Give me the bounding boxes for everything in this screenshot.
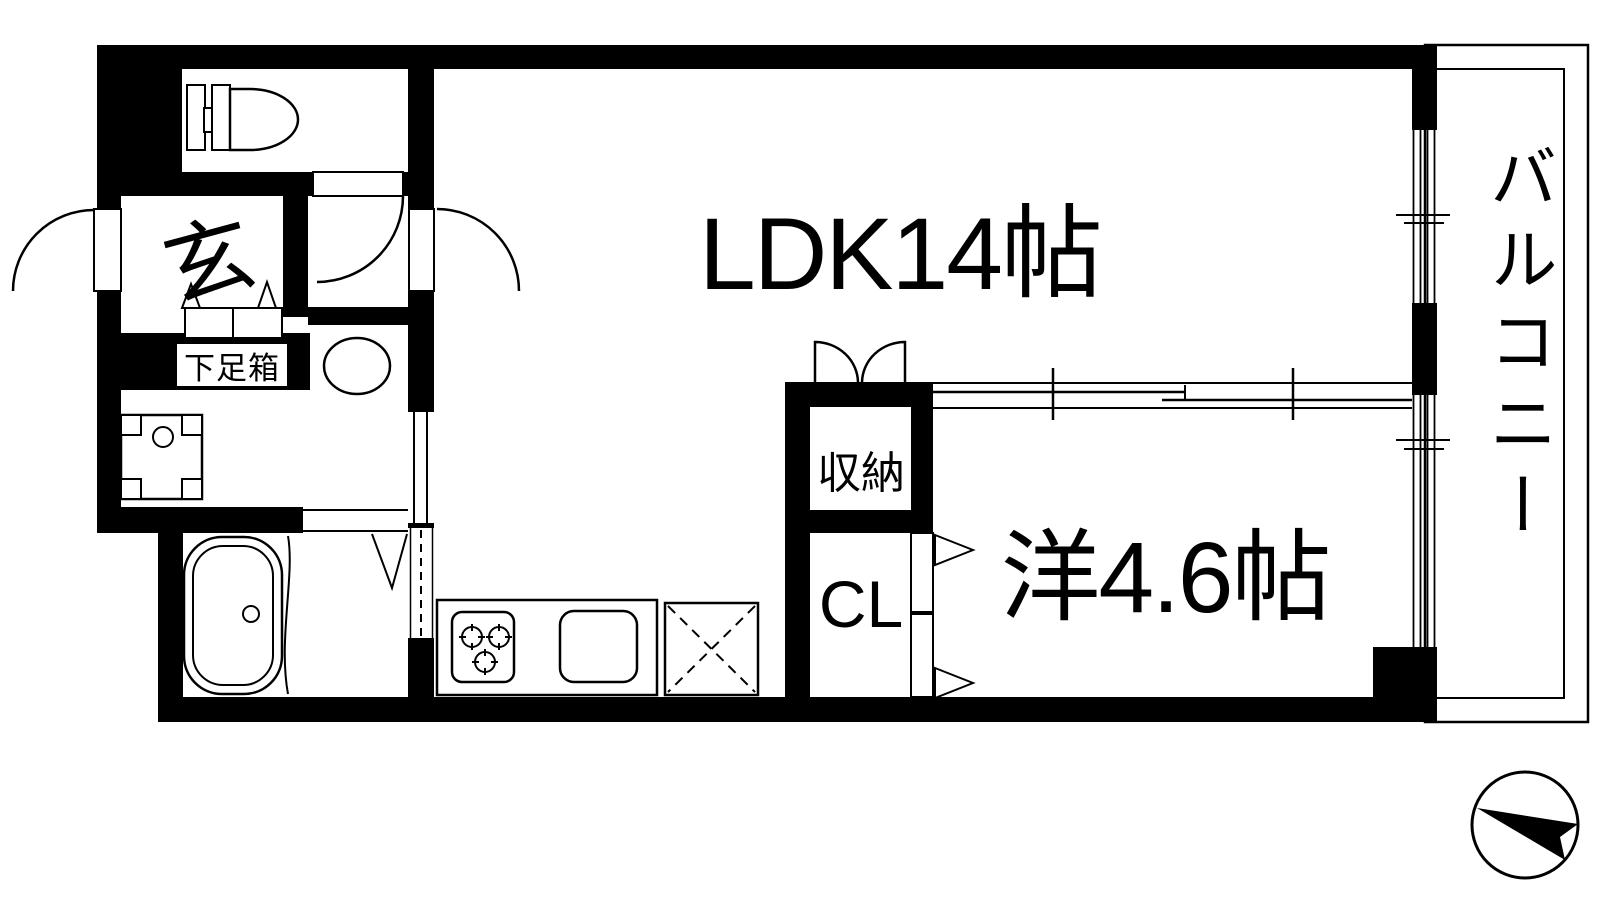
fridge-x-mark (667, 605, 756, 693)
wall-bottom (158, 697, 1412, 722)
door-leaves (93, 171, 934, 698)
wall-left-mid (97, 291, 121, 533)
washer-pan-drain (152, 426, 174, 448)
shoe-box-label: 下足箱 (174, 341, 290, 389)
wall-genkan-hall-divider (283, 196, 308, 317)
toilet-tank-button (203, 107, 213, 133)
step-mark-left (180, 281, 202, 309)
wall-storage-mid (810, 510, 933, 533)
shoe-cabinet-left (184, 307, 234, 339)
genkan-step-marks (180, 278, 278, 309)
balcony-outline (1423, 43, 1590, 724)
burner-3-ticks (472, 649, 498, 675)
window-bottom (1396, 395, 1450, 647)
fridge-space-icon (663, 601, 760, 697)
wall-bath-west (158, 533, 183, 697)
balcony-label: バルコニー (1479, 142, 1555, 552)
washer-pan-icon (119, 413, 204, 501)
wall-toilet-left-block (121, 69, 182, 172)
wall-right-bottom-corner (1373, 647, 1437, 722)
storage-double-door-left (813, 340, 860, 384)
wall-hall-basin (308, 307, 408, 325)
step-mark-right (256, 278, 278, 309)
ldk-door-arc (436, 207, 521, 292)
toilet-icon (186, 84, 300, 152)
wall-east-divider (408, 523, 434, 528)
bathtub-inner (192, 545, 274, 686)
stove-burners (459, 624, 512, 675)
toilet-tank-right (211, 84, 231, 151)
balcony-outer (1423, 43, 1590, 724)
basin-icon (322, 336, 392, 396)
washer-pan-corner-bl (120, 478, 142, 500)
western-room-label: 洋4.6帖 (1000, 522, 1331, 634)
wall-top (97, 45, 1425, 69)
washer-pan-corner-br (181, 478, 203, 500)
storage-double-door-right (860, 340, 907, 384)
bath-fold-v-mark (371, 533, 408, 592)
washer-pan-corner-tl (120, 414, 142, 436)
burner-1-ticks (459, 624, 485, 650)
washer-pan-corner-tr (181, 414, 203, 436)
compass-icon (1470, 770, 1580, 880)
bifold-mark-top (934, 533, 976, 567)
storage-label: 収納 (817, 449, 905, 498)
burner-2-ticks (486, 624, 512, 650)
closet-door-leaf-top (910, 532, 934, 613)
bathtub-drain (242, 605, 260, 623)
wall-bath-north (97, 507, 303, 533)
washroom-sliding-door (413, 412, 428, 523)
bathtub-icon (182, 535, 291, 696)
wall-east-upper (408, 69, 434, 209)
bathroom-folding-door (303, 509, 434, 638)
entrance-door-leaf (93, 208, 122, 292)
closet-bifold-marks (934, 533, 976, 700)
toilet-bowl (228, 87, 300, 152)
wall-left-upper (97, 45, 121, 209)
wall-toilet-bottom (121, 172, 313, 196)
entrance-door-arc (11, 208, 95, 292)
wall-storage-east (911, 407, 933, 510)
basin-bowl (322, 336, 392, 396)
wall-east-mid (408, 291, 434, 412)
closet-label: CL (818, 567, 904, 641)
kitchen-counter (435, 598, 659, 697)
window-top (1396, 130, 1450, 303)
closet-door-leaf-bottom (910, 613, 934, 698)
partition-sliding-doors (933, 368, 1412, 420)
shoe-cabinet-right (232, 307, 283, 339)
ldk-door-leaf (408, 208, 435, 292)
wall-storage-west (785, 382, 810, 697)
toilet-door-leaf (312, 171, 404, 197)
door-arcs (11, 195, 907, 384)
sink-icon (558, 609, 639, 684)
balcony-inner (1437, 68, 1565, 699)
toilet-tank-left (186, 84, 206, 151)
bifold-mark-bottom (934, 666, 976, 700)
ldk-room-label: LDK14帖 (699, 197, 1103, 311)
compass-north-arrow (1477, 808, 1578, 860)
wall-east-lower (408, 638, 434, 697)
toilet-door-arc (316, 195, 405, 284)
bathtub-apron-curve (283, 535, 291, 695)
